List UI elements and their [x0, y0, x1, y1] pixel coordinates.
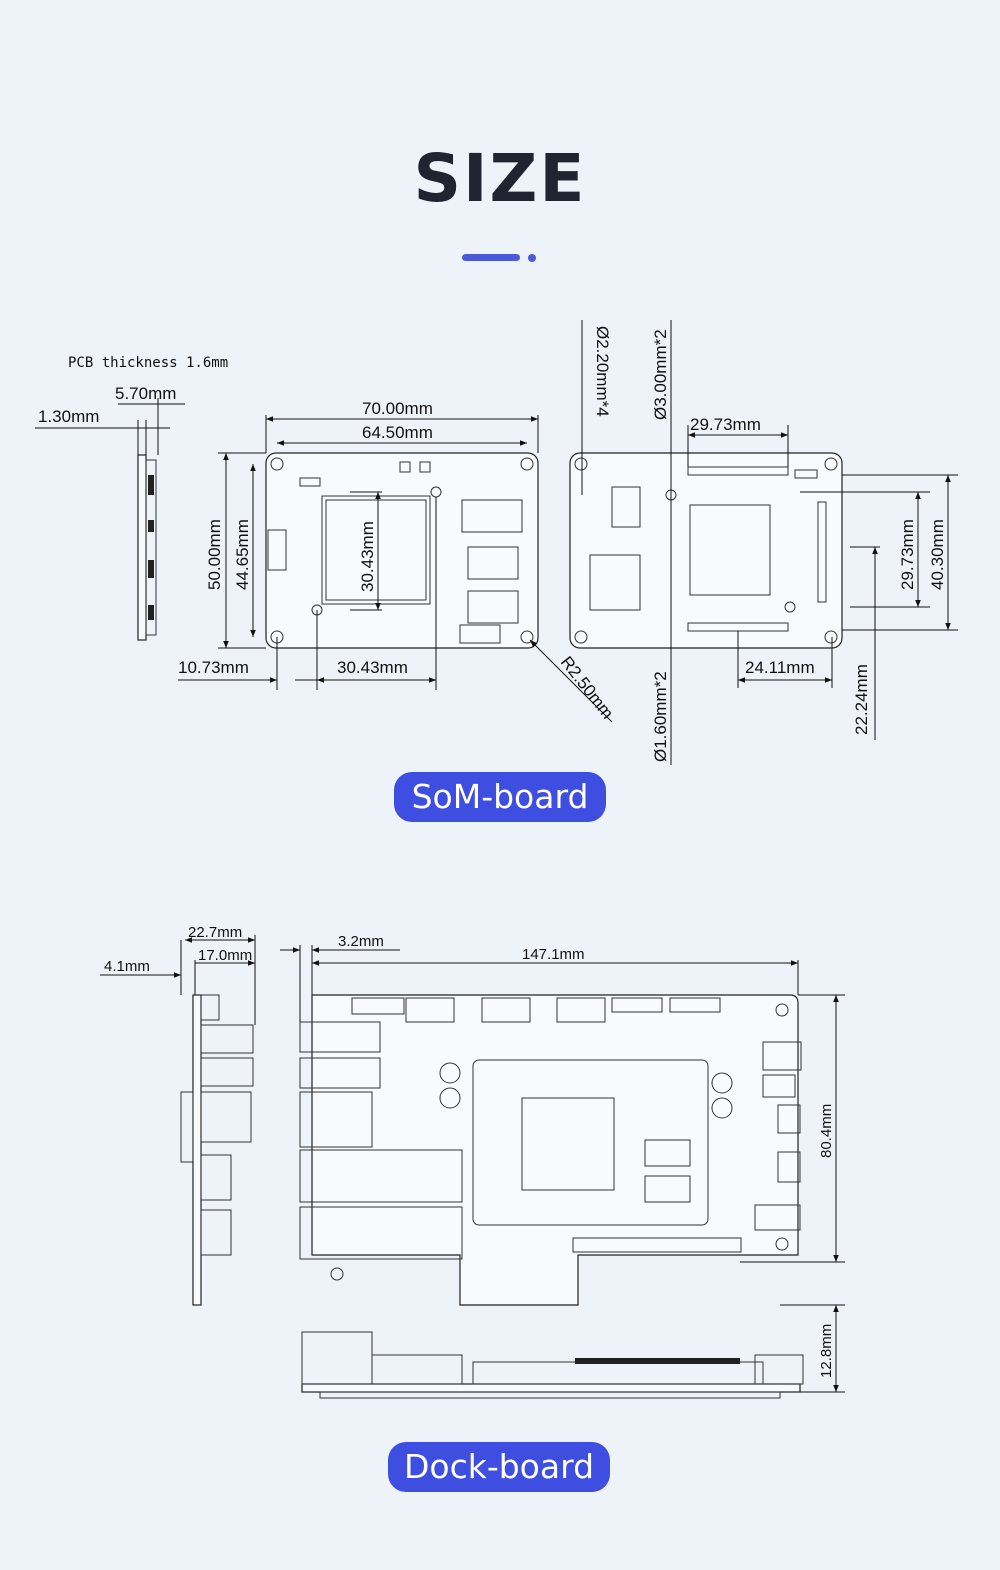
dim-22-24: 22.24mm [852, 664, 871, 735]
dim-22-7: 22.7mm [188, 924, 242, 941]
dim-44-65: 44.65mm [233, 519, 252, 590]
dim-29-73-horizontal: 29.73mm [690, 415, 761, 434]
dock-side-view [180, 994, 254, 1306]
dim-64-50: 64.50mm [362, 423, 433, 442]
som-board-label: SoM-board [394, 772, 606, 822]
dim-r2-50: R2.50mm [557, 653, 617, 723]
dim-3-2: 3.2mm [338, 933, 384, 950]
dim-40-30: 40.30mm [928, 519, 947, 590]
dim-10-73: 10.73mm [178, 658, 249, 677]
dim-50-00: 50.00mm [205, 519, 224, 590]
dim-147-1: 147.1mm [522, 946, 585, 963]
dim-17-0: 17.0mm [198, 947, 252, 964]
dim-24-11: 24.11mm [745, 658, 815, 677]
som-side-view [35, 398, 185, 641]
page-title: SIZE [413, 140, 587, 217]
dim-30-43-horizontal: 30.43mm [337, 658, 408, 677]
title-underline-dot [528, 254, 536, 262]
dim-d2-20: Ø2.20mm*4 [593, 326, 612, 417]
dim-d3-00: Ø3.00mm*2 [651, 329, 670, 420]
dock-top-view [299, 994, 802, 1306]
pcb-thickness-note: PCB thickness 1.6mm [68, 355, 228, 371]
dock-board-label: Dock-board [388, 1442, 610, 1492]
dim-80-4: 80.4mm [818, 1104, 835, 1158]
dim-1-30: 1.30mm [38, 407, 99, 426]
dim-70-00: 70.00mm [362, 399, 433, 418]
title-underline-bar [462, 254, 520, 261]
som-front-view [265, 452, 539, 649]
dock-front-view [301, 1331, 804, 1399]
dim-29-73-vertical: 29.73mm [898, 519, 917, 590]
dim-4-1: 4.1mm [104, 958, 150, 975]
dim-12-8: 12.8mm [818, 1324, 835, 1378]
dim-5-70: 5.70mm [115, 384, 176, 403]
dim-d1-60: Ø1.60mm*2 [651, 671, 670, 762]
dim-30-43-vertical: 30.43mm [358, 521, 377, 592]
som-back-view [569, 452, 843, 649]
